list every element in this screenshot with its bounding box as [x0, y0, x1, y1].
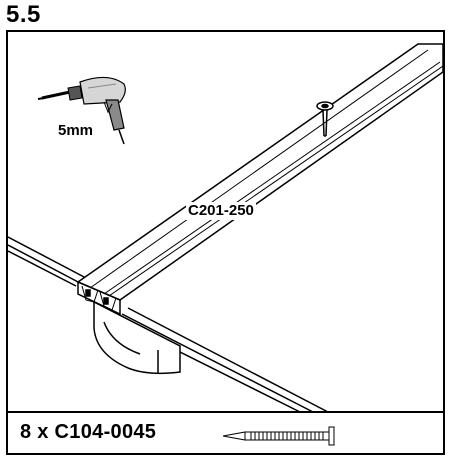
nail-icon [223, 426, 335, 446]
screw [316, 101, 334, 137]
gutter-profile [93, 300, 181, 375]
drill-bit-size-label: 5mm [58, 122, 94, 139]
hardware-quantity-label: 8 x C104-0045 [20, 421, 157, 443]
part-board [76, 43, 443, 316]
assembly-diagram-frame: 5mm C201-250 8 x C104-0045 [6, 30, 445, 455]
assembly-illustration [8, 43, 443, 413]
hardware-footer: 8 x C104-0045 [8, 411, 443, 453]
step-number: 5.5 [6, 1, 41, 28]
part-code-label: C201-250 [186, 202, 256, 220]
drill-icon [37, 76, 126, 145]
